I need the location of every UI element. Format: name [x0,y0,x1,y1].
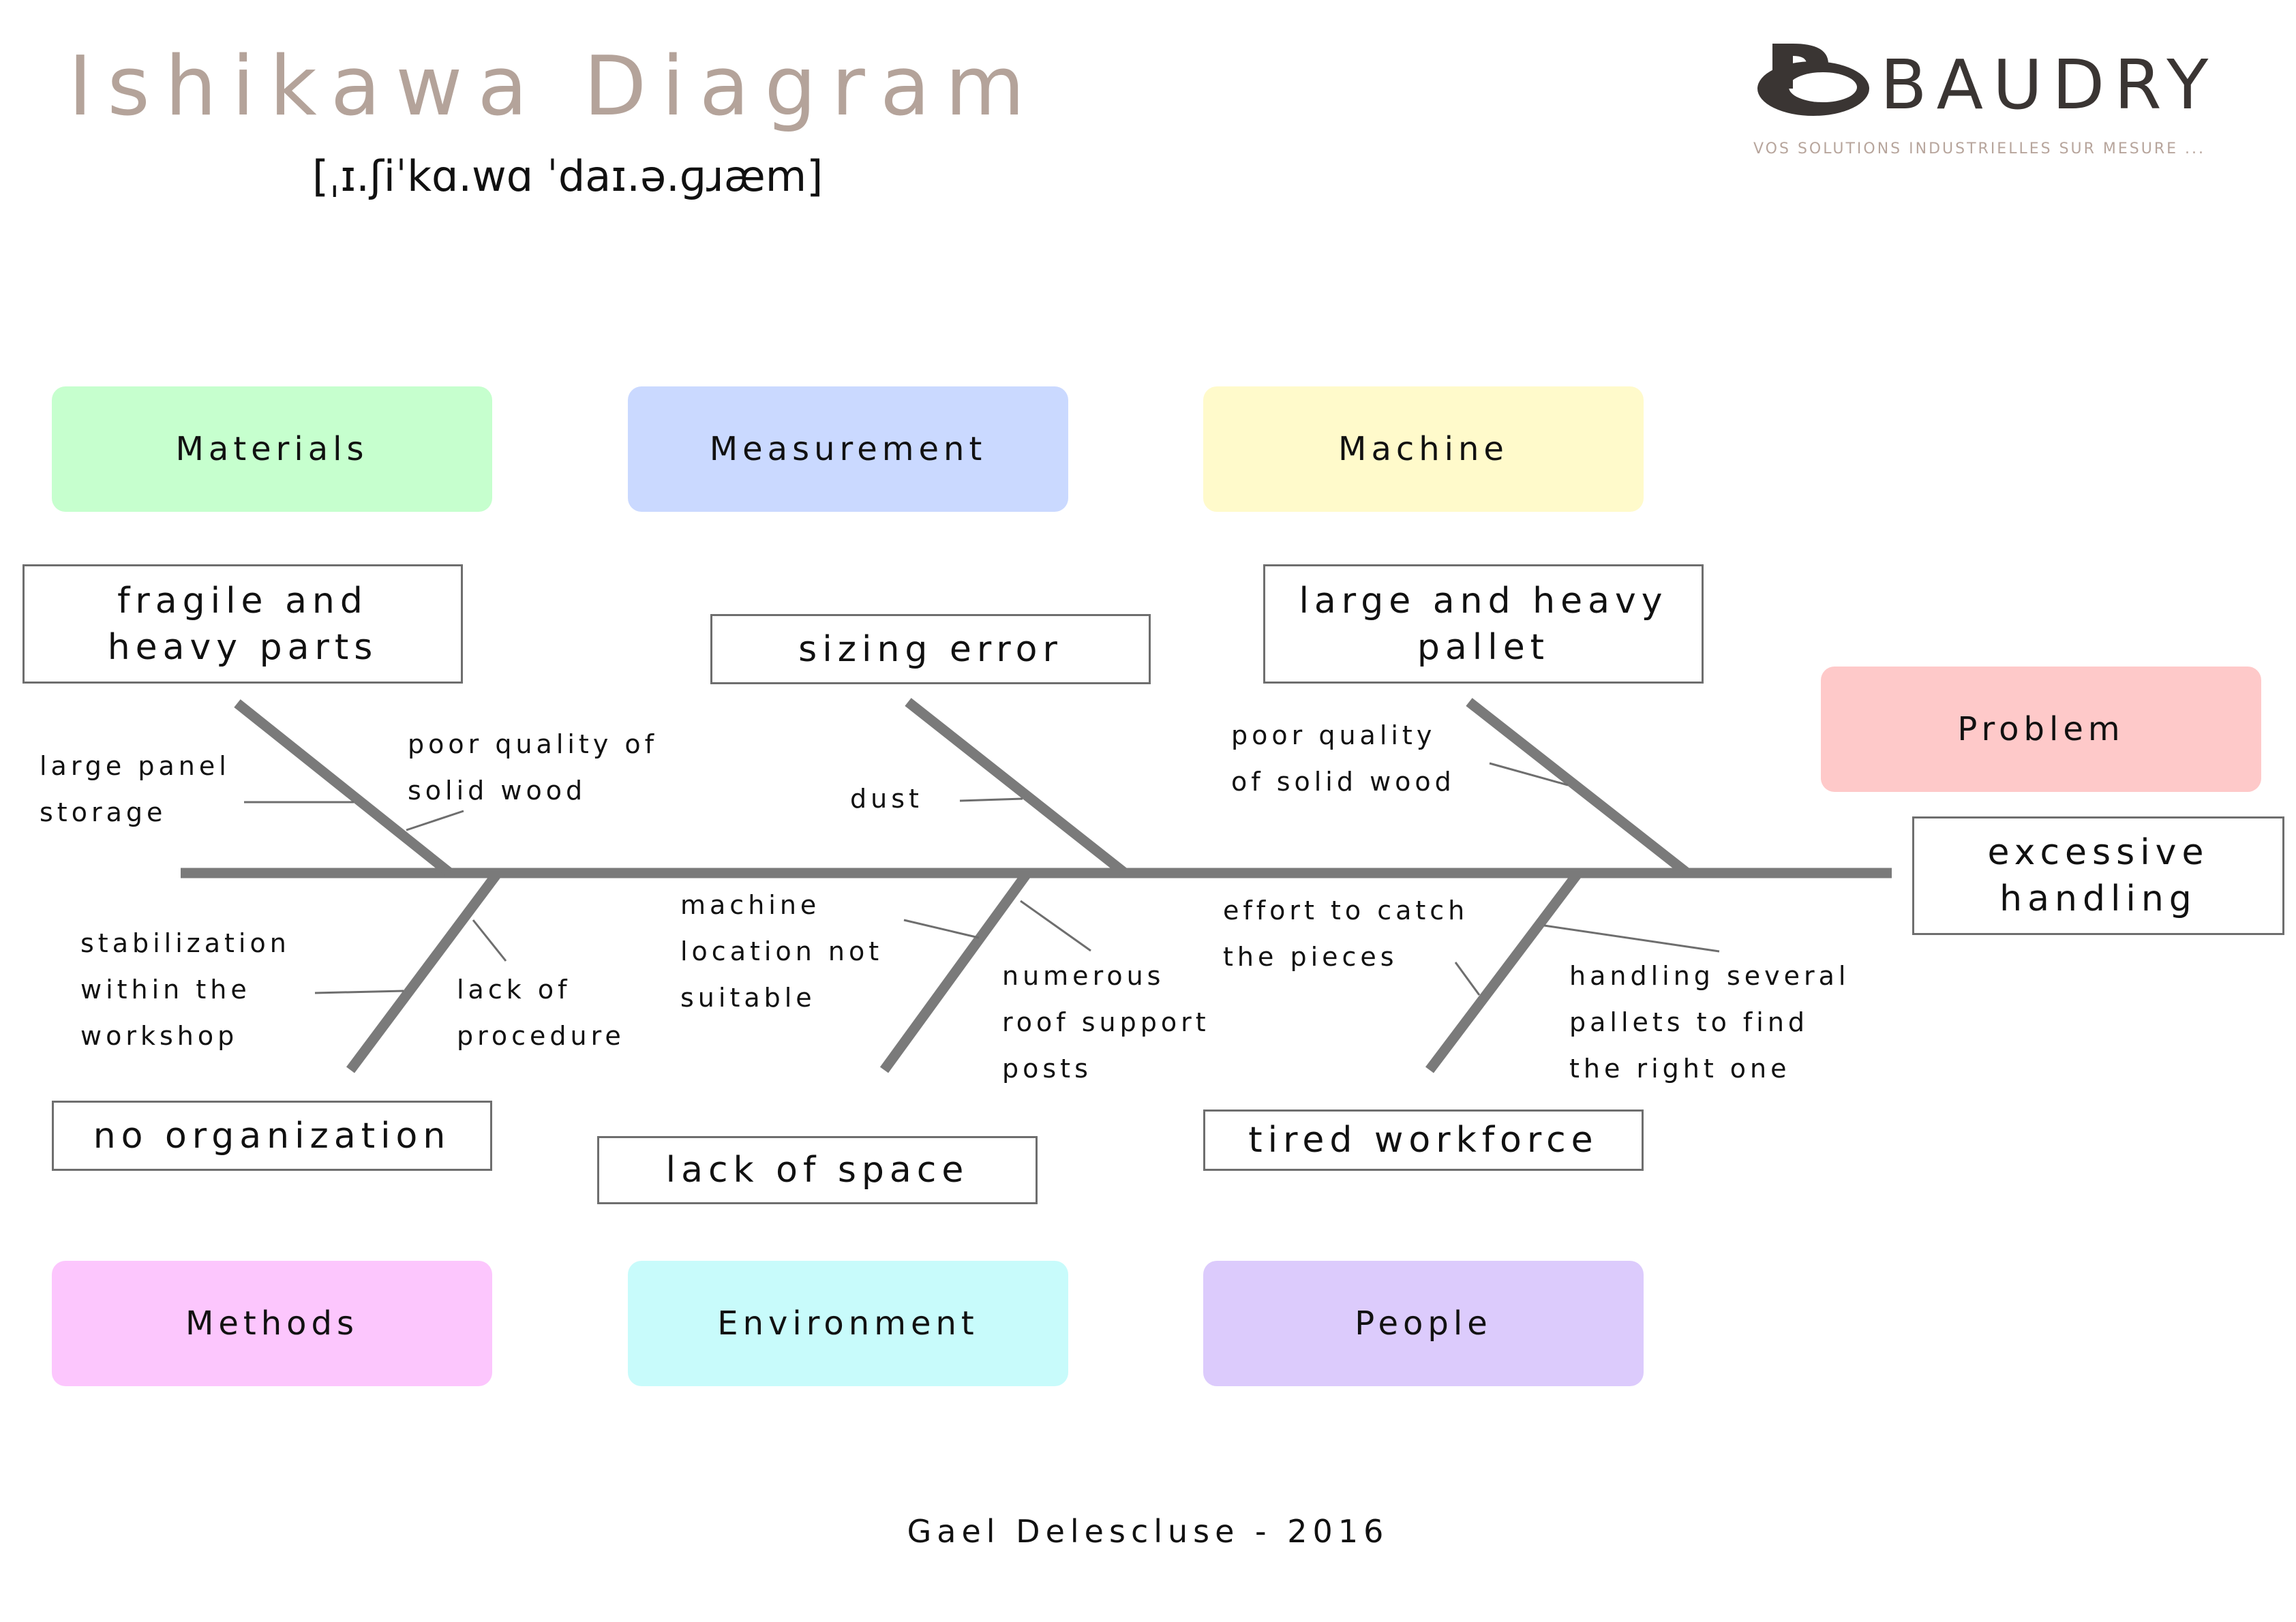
label-line: stabilization [80,928,290,958]
label-line: dust [850,784,923,814]
people-bone [1425,870,1582,1073]
label-line: machine [680,890,821,920]
machine-bone [1466,698,1691,877]
label-line: procedure [457,1021,625,1051]
label-line: suitable [680,983,816,1013]
environment-bone [879,870,1032,1073]
category-measurement: Measurement [628,386,1068,512]
measurement-bone [905,698,1128,877]
label-line: poor quality [1231,720,1436,750]
methods-a-connector [314,990,404,994]
problem-text-line: handling [1999,878,2197,919]
page-title: Ishikawa Diagram [68,40,1040,134]
problem-box: excessive handling [1912,816,2284,935]
methods-bone [346,870,502,1073]
label-line: location not [680,936,883,966]
people-b-connector [1543,924,1720,953]
sub-cause-label: poor quality of solid wood [1231,712,1455,805]
materials-bone [234,699,453,877]
cause-text-line: tired workforce [1248,1120,1599,1161]
label-line: solid wood [408,776,587,806]
label-line: within the [80,975,251,1005]
category-environment: Environment [628,1261,1068,1386]
logo-tagline: VOS SOLUTIONS INDUSTRIELLES SUR MESURE .… [1753,140,2206,157]
sub-cause-label: poor quality of solid wood [408,721,658,814]
label-line: of solid wood [1231,767,1455,797]
environment-a-connector [903,919,980,939]
problem-text-line: excessive [1987,832,2209,873]
category-methods: Methods [52,1261,492,1386]
sub-cause-label: machine location not suitable [680,882,883,1021]
cause-text-line: pallet [1417,626,1550,668]
label-line: lack of [457,975,571,1005]
cause-box-measurement: sizing error [710,614,1151,684]
sub-cause-label: large panel storage [40,743,230,836]
environment-b-connector [1020,900,1091,952]
people-a-connector [1454,962,1481,996]
label-line: roof support [1002,1007,1210,1037]
label-line: the right one [1569,1054,1791,1084]
baudry-logo-icon [1757,44,1869,116]
category-materials: Materials [52,386,492,512]
sub-cause-label: stabilization within the workshop [80,920,290,1059]
sub-cause-label: lack of procedure [457,966,625,1059]
label-line: large panel [40,751,230,781]
label-line: pallets to find [1569,1007,1809,1037]
category-people: People [1203,1261,1644,1386]
cause-text-line: heavy parts [107,626,378,668]
materials-b-connector [406,810,464,831]
cause-text-line: no organization [93,1115,451,1157]
label-line: workshop [80,1021,239,1051]
sub-cause-label: effort to catch the pieces [1223,887,1468,980]
cause-text-line: sizing error [798,628,1063,670]
label-line: the pieces [1223,942,1398,972]
cause-text-line: lack of space [665,1150,969,1191]
measurement-a-connector [959,797,1023,802]
cause-box-materials: fragile and heavy parts [22,564,463,684]
category-machine: Machine [1203,386,1644,512]
label-line: effort to catch [1223,896,1469,925]
logo-wordmark: BAUDRY [1880,45,2218,125]
author-credit: Gael Delescluse - 2016 [907,1513,1389,1550]
cause-text-line: large and heavy [1299,580,1668,622]
label-line: poor quality of [408,729,659,759]
sub-cause-label: numerous roof support posts [1002,953,1210,1092]
sub-cause-label: handling several pallets to find the rig… [1569,953,1850,1092]
label-line: storage [40,797,167,827]
label-line: posts [1002,1054,1092,1084]
machine-a-connector [1489,762,1569,786]
cause-box-environment: lack of space [597,1136,1038,1204]
cause-box-people: tired workforce [1203,1110,1644,1171]
cause-box-machine: large and heavy pallet [1263,564,1704,684]
methods-b-connector [472,919,507,962]
label-line: handling several [1569,961,1850,991]
phonetic-transcription: [ˌɪ.ʃiˈkɑ.wɑ ˈdaɪ.ə.ɡɹæm] [312,151,824,201]
label-line: numerous [1002,961,1165,991]
sub-cause-label: dust [850,776,923,822]
category-problem: Problem [1821,667,2261,792]
cause-box-methods: no organization [52,1101,492,1171]
cause-text-line: fragile and [117,580,368,622]
